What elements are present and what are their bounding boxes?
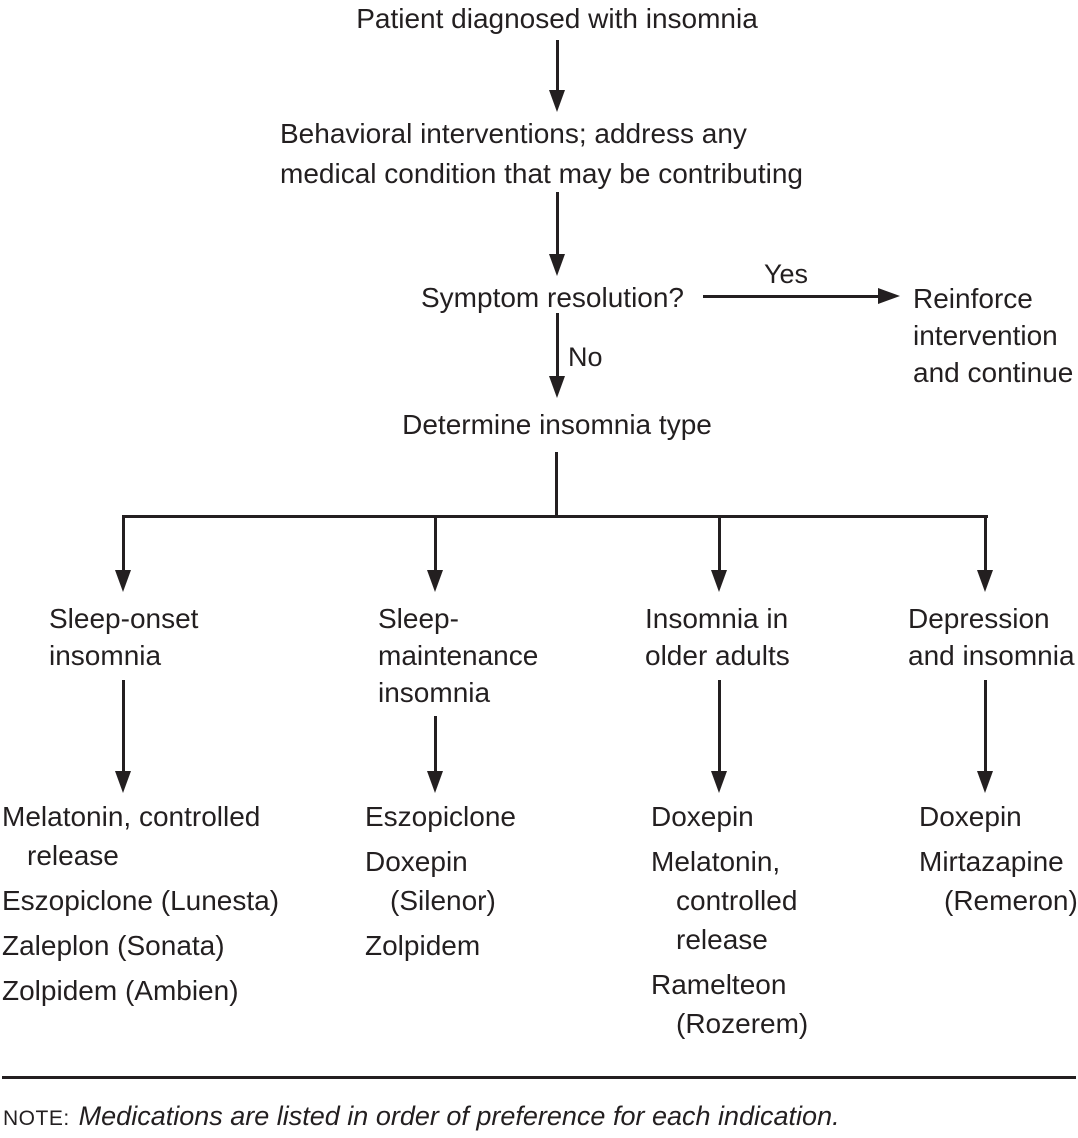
reinforce-intervention-node: Reinforce intervention and continue bbox=[913, 283, 1074, 388]
behavioral-interventions-node: Behavioral interventions; address any me… bbox=[280, 118, 803, 189]
connector-bar bbox=[122, 515, 988, 518]
branch-label-depression: Depression and insomnia bbox=[908, 603, 1075, 671]
medication-item: Doxepin (Silenor) bbox=[365, 846, 496, 916]
no-edge-label: No bbox=[568, 342, 603, 372]
down-arrow-icon bbox=[549, 192, 565, 276]
medication-item: Eszopiclone (Lunesta) bbox=[2, 885, 280, 916]
arrow-head bbox=[878, 288, 900, 304]
arrow-head bbox=[115, 570, 131, 592]
medication-item: Melatonin, controlled release bbox=[2, 801, 261, 871]
arrow-shaft bbox=[433, 716, 437, 771]
arrow-shaft bbox=[717, 517, 721, 570]
down-arrow-icon bbox=[977, 680, 993, 793]
arrow-shaft bbox=[121, 680, 125, 771]
arrow-shaft bbox=[433, 517, 437, 570]
down-arrow-icon bbox=[549, 40, 565, 112]
medication-list-sleep-onset: Melatonin, controlled release Eszopiclon… bbox=[2, 797, 279, 1016]
medication-item: Zolpidem (Ambien) bbox=[2, 975, 239, 1006]
arrow-head bbox=[549, 90, 565, 112]
down-arrow-icon bbox=[711, 680, 727, 793]
medication-item: Doxepin bbox=[651, 801, 754, 832]
down-arrow-icon bbox=[711, 517, 727, 592]
arrow-head bbox=[427, 570, 443, 592]
divider-rule bbox=[2, 1076, 1076, 1079]
arrow-shaft bbox=[121, 517, 125, 570]
arrow-head bbox=[115, 771, 131, 793]
down-arrow-icon bbox=[427, 517, 443, 592]
arrow-shaft bbox=[555, 192, 559, 254]
determine-insomnia-type-node: Determine insomnia type bbox=[402, 409, 712, 440]
arrow-head bbox=[549, 254, 565, 276]
down-arrow-icon bbox=[549, 313, 565, 398]
medication-list-older-adults: Doxepin Melatonin, controlled release Ra… bbox=[651, 797, 808, 1049]
arrow-head bbox=[549, 376, 565, 398]
down-arrow-icon bbox=[427, 716, 443, 793]
arrow-shaft bbox=[555, 40, 559, 90]
footnote: NOTE: Medications are listed in order of… bbox=[3, 1101, 840, 1132]
medication-item: Doxepin bbox=[919, 801, 1022, 832]
medication-item: Mirtazapine (Remeron) bbox=[919, 846, 1078, 916]
down-arrow-icon bbox=[977, 517, 993, 592]
arrow-head bbox=[711, 771, 727, 793]
arrow-shaft bbox=[983, 680, 987, 771]
down-arrow-icon bbox=[115, 680, 131, 793]
yes-edge-label: Yes bbox=[764, 259, 809, 289]
medication-list-depression: Doxepin Mirtazapine (Remeron) bbox=[919, 797, 1078, 926]
down-arrow-icon bbox=[115, 517, 131, 592]
arrow-head bbox=[711, 570, 727, 592]
medication-item: Zolpidem bbox=[365, 930, 481, 961]
branch-label-sleep-maintenance: Sleep- maintenance insomnia bbox=[378, 603, 539, 708]
medication-list-sleep-maintenance: Eszopiclone Doxepin (Silenor) Zolpidem bbox=[365, 797, 516, 971]
branch-label-older-adults: Insomnia in older adults bbox=[645, 603, 790, 671]
symptom-resolution-decision-node: Symptom resolution? bbox=[421, 282, 685, 313]
arrow-head bbox=[977, 771, 993, 793]
note-prefix-label: NOTE: bbox=[3, 1107, 70, 1130]
medication-item: Melatonin, controlled release bbox=[651, 846, 798, 955]
note-text: Medications are listed in order of prefe… bbox=[78, 1101, 840, 1131]
medication-item: Zaleplon (Sonata) bbox=[2, 930, 225, 961]
arrow-shaft bbox=[983, 517, 987, 570]
arrow-shaft bbox=[703, 294, 878, 298]
branch-label-sleep-onset: Sleep-onset insomnia bbox=[49, 603, 199, 671]
arrow-shaft bbox=[555, 313, 559, 376]
medication-item: Eszopiclone bbox=[365, 801, 516, 832]
medication-item: Ramelteon (Rozerem) bbox=[651, 969, 809, 1039]
right-arrow-icon bbox=[703, 288, 900, 304]
arrow-head bbox=[977, 570, 993, 592]
arrow-head bbox=[427, 771, 443, 793]
arrow-shaft bbox=[717, 680, 721, 771]
connector-stem bbox=[555, 452, 558, 517]
start-node: Patient diagnosed with insomnia bbox=[356, 3, 758, 34]
